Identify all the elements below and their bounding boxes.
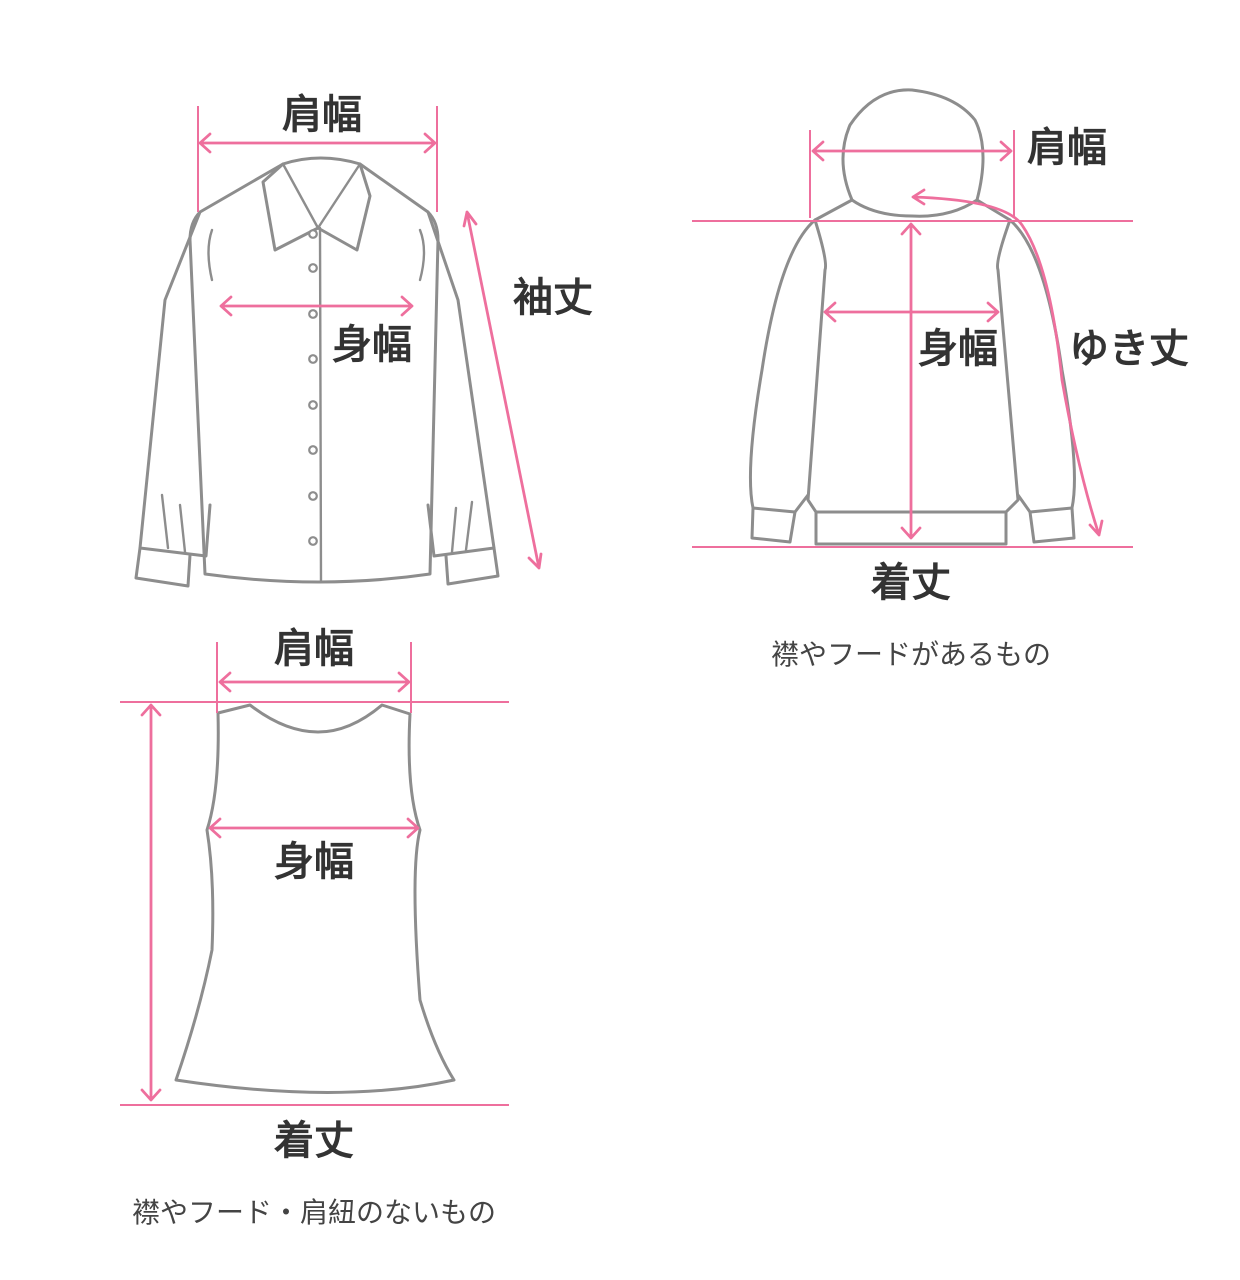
- shirt-shoulder-width-label: 肩幅: [282, 92, 362, 138]
- shirt-body-width-label: 身幅: [332, 322, 412, 368]
- hoodie-body-width-label: 身幅: [918, 326, 998, 372]
- shirt-right-cuff: [444, 546, 500, 586]
- shirt-button: [308, 491, 318, 501]
- hoodie-hem-band: [814, 510, 1008, 546]
- shirt-button: [308, 309, 318, 319]
- tank-caption: 襟やフード・肩紐のないもの: [132, 1196, 496, 1229]
- tank-body-arrow: [208, 817, 420, 839]
- shirt-button: [308, 263, 318, 273]
- tank-measurements: [120, 642, 509, 1106]
- shirt-collar-inner: [281, 162, 362, 230]
- shirt-measurements: [197, 106, 543, 570]
- hoodie-yuki-arrow: [911, 188, 1104, 537]
- hoodie-right-sleeve: [1008, 218, 1076, 514]
- hoodie-hood: [841, 88, 985, 218]
- tank-total-length-label: 着丈: [274, 1118, 354, 1164]
- shirt-button: [308, 229, 318, 239]
- shirt-shoulder-arrow: [198, 132, 437, 154]
- hoodie-total-length-label: 着丈: [871, 560, 951, 606]
- shirt-button: [308, 354, 318, 364]
- shirt-left-sleeve-crease: [207, 228, 214, 282]
- tank-length-arrow: [140, 703, 162, 1102]
- shirt-button: [308, 536, 318, 546]
- tank-illustration: [174, 703, 456, 1094]
- hoodie-shoulder-arrow: [811, 140, 1013, 162]
- hoodie-shoulder-width-label: 肩幅: [1027, 125, 1107, 171]
- tank-body-width-label: 身幅: [274, 839, 354, 885]
- hoodie-left-sleeve: [748, 218, 817, 514]
- shirt-left-cuff-pleat: [160, 493, 187, 554]
- shirt-body-outline: [188, 162, 440, 584]
- hoodie-measurements: [692, 130, 1133, 548]
- hoodie-right-cuff: [1028, 506, 1076, 544]
- hoodie-illustration: [748, 88, 1076, 546]
- shirt-button: [308, 445, 318, 455]
- shirt-right-cuff-pleat: [450, 500, 474, 554]
- shirt-body-arrow: [219, 295, 414, 317]
- shirt-button: [308, 400, 318, 410]
- shirt-sleeve-length-label: 袖丈: [513, 275, 593, 321]
- shirt-sleeve-arrow: [462, 210, 543, 570]
- shirt-illustration: [134, 156, 500, 588]
- shirt-left-sleeve: [138, 210, 212, 558]
- hoodie-length-arrow: [900, 222, 922, 540]
- shirt-placket: [318, 226, 323, 584]
- shirt-left-cuff: [134, 546, 192, 588]
- hoodie-caption: 襟やフードがあるもの: [771, 638, 1051, 671]
- shirt-right-sleeve-crease: [418, 228, 426, 282]
- hoodie-yuki-length-label: ゆき丈: [1069, 326, 1189, 372]
- tank-body-outline: [174, 703, 456, 1094]
- tank-shoulder-width-label: 肩幅: [274, 626, 354, 672]
- tank-shoulder-arrow: [218, 671, 411, 693]
- hoodie-left-cuff: [750, 506, 797, 544]
